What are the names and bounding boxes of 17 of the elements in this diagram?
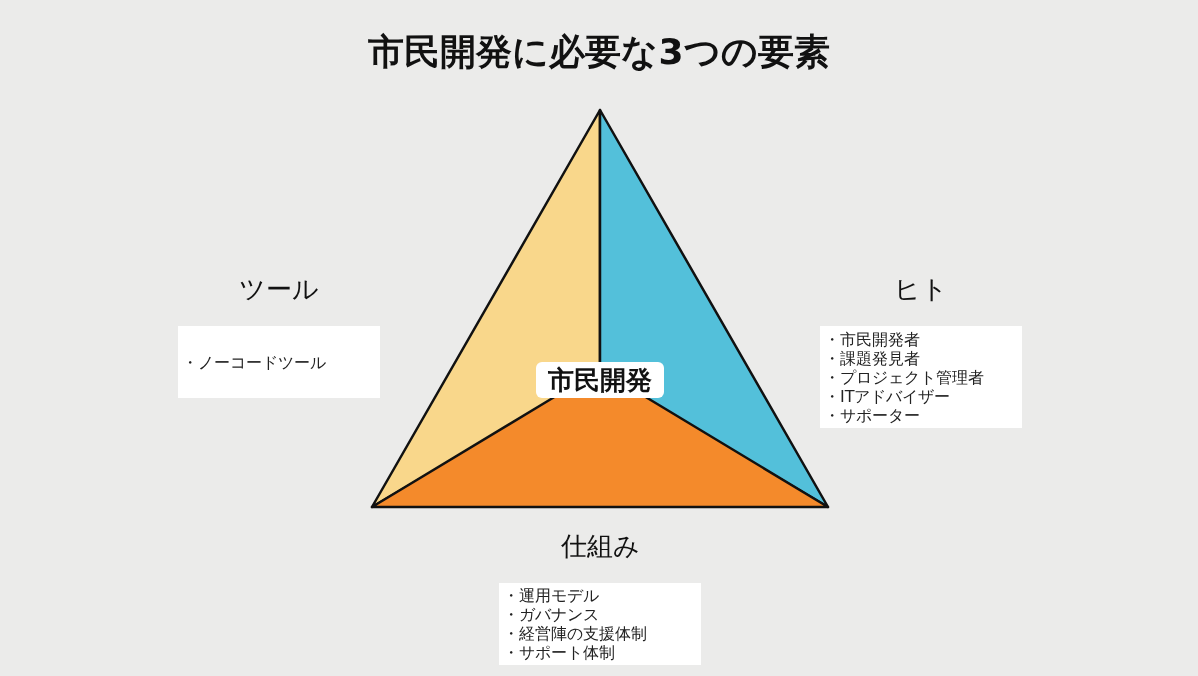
list-item: ・市民開発者 — [824, 329, 920, 349]
category-heading: ツール — [239, 273, 319, 306]
title: 市民開発に必要な3つの要素 — [368, 30, 830, 74]
list-item: ・課題発見者 — [824, 348, 920, 368]
category-heading: ヒト — [894, 273, 948, 306]
left-segment — [370, 108, 602, 509]
list-item: ・ノーコードツール — [182, 352, 326, 372]
right-segment — [598, 108, 830, 509]
list-item: ・経営陣の支援体制 — [503, 624, 647, 643]
list-item: ・ガバナンス — [503, 605, 599, 624]
list-item: ・ITアドバイザー — [824, 386, 951, 406]
list-item: ・サポート体制 — [503, 643, 615, 662]
list-item: ・運用モデル — [503, 586, 599, 605]
list-item: ・プロジェクト管理者 — [824, 367, 984, 387]
center-label: 市民開発 — [536, 362, 664, 398]
list-item: ・サポーター — [824, 405, 920, 425]
category-heading: 仕組み — [560, 530, 640, 563]
